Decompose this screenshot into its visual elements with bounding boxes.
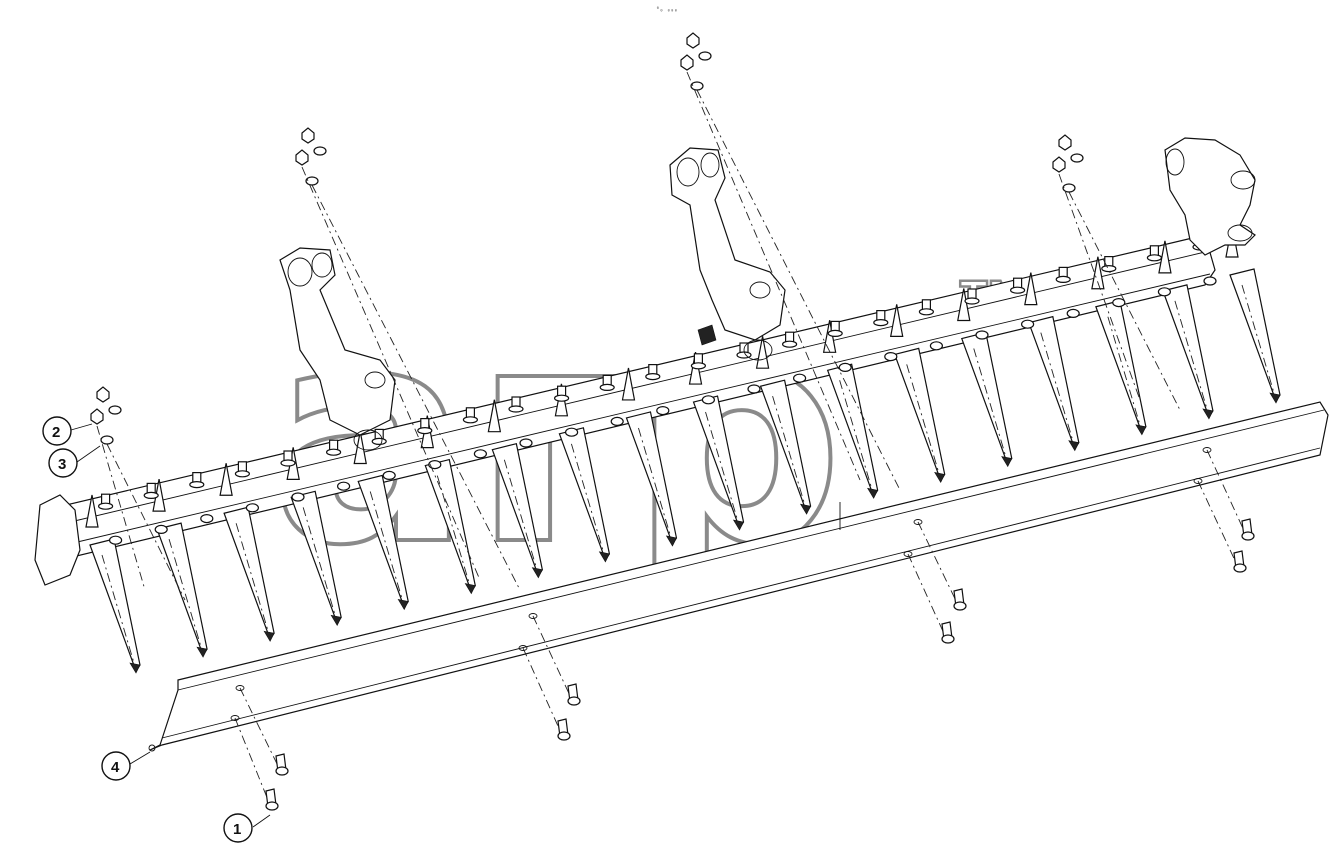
beam-bolt xyxy=(371,428,396,480)
beam-bolt xyxy=(645,364,670,416)
guard-finger xyxy=(1225,224,1281,404)
beam-bolt xyxy=(97,493,123,545)
beam-bolt xyxy=(781,331,807,383)
guard-finger xyxy=(353,431,409,611)
plate-bolt xyxy=(1202,447,1255,541)
plate-bolt xyxy=(235,685,289,776)
beam-bolt xyxy=(1146,245,1172,297)
guard-finger xyxy=(487,399,543,579)
beam-bolt xyxy=(918,299,944,351)
beam-bolt xyxy=(326,439,351,491)
guard-finger xyxy=(1091,256,1147,436)
plate-bolt xyxy=(518,645,571,741)
nut-washer-stack xyxy=(295,127,521,591)
beam-bolt xyxy=(964,288,989,340)
plate-bolt xyxy=(903,551,955,644)
mounting-bracket-left xyxy=(279,247,396,451)
callout-3: 3 xyxy=(48,445,101,478)
svg-text:3: 3 xyxy=(58,456,66,473)
guard-finger xyxy=(621,367,678,547)
beam-bolt xyxy=(827,320,852,372)
beam-bolt xyxy=(1009,277,1035,329)
beam-bolt xyxy=(462,407,487,459)
beam-bolt xyxy=(417,418,442,470)
beam-bolt xyxy=(553,385,579,437)
beam-bolt xyxy=(599,374,624,426)
beam-bolt xyxy=(143,482,168,535)
beam-end-cap-left xyxy=(34,494,81,586)
drawing-code: ⁰₀ ₀₀₀ xyxy=(656,6,678,13)
nut-washer-stack xyxy=(90,386,186,601)
beam-bolt xyxy=(1055,266,1080,318)
callout-4: 4 xyxy=(101,751,151,781)
svg-text:2: 2 xyxy=(52,424,60,441)
guard-finger xyxy=(1158,240,1214,420)
beam-bolt xyxy=(508,396,533,448)
callout-1: 1 xyxy=(223,813,271,843)
mounting-bracket-right xyxy=(1164,137,1256,256)
beam-bolt xyxy=(280,450,305,502)
plate-fasteners xyxy=(230,447,1255,811)
plate-bolt xyxy=(1193,478,1247,573)
guard-finger xyxy=(889,304,946,484)
guard-finger xyxy=(152,479,208,658)
knife-back-plate xyxy=(148,401,1329,752)
svg-text:4: 4 xyxy=(111,759,120,776)
nut-washer-stack xyxy=(680,32,901,491)
plate-bolt xyxy=(913,519,967,611)
beam-bolt xyxy=(690,353,716,405)
beam-bolt xyxy=(189,472,214,524)
nut-washer-stack xyxy=(1052,134,1181,411)
beam-bolt xyxy=(234,461,259,513)
mounting-bracket-center xyxy=(669,147,786,361)
exploded-nut-stacks xyxy=(90,32,1181,601)
guard-finger xyxy=(85,494,141,674)
guard-finger xyxy=(219,463,275,642)
svg-text:1: 1 xyxy=(233,821,241,838)
plate-bolt xyxy=(528,613,581,706)
beam-bolt xyxy=(1101,256,1126,308)
beam-bolt xyxy=(873,310,898,362)
callout-2: 2 xyxy=(42,416,93,446)
plate-bolt xyxy=(230,715,279,811)
guard-finger xyxy=(1024,272,1080,452)
guard-fingers xyxy=(85,224,1281,674)
